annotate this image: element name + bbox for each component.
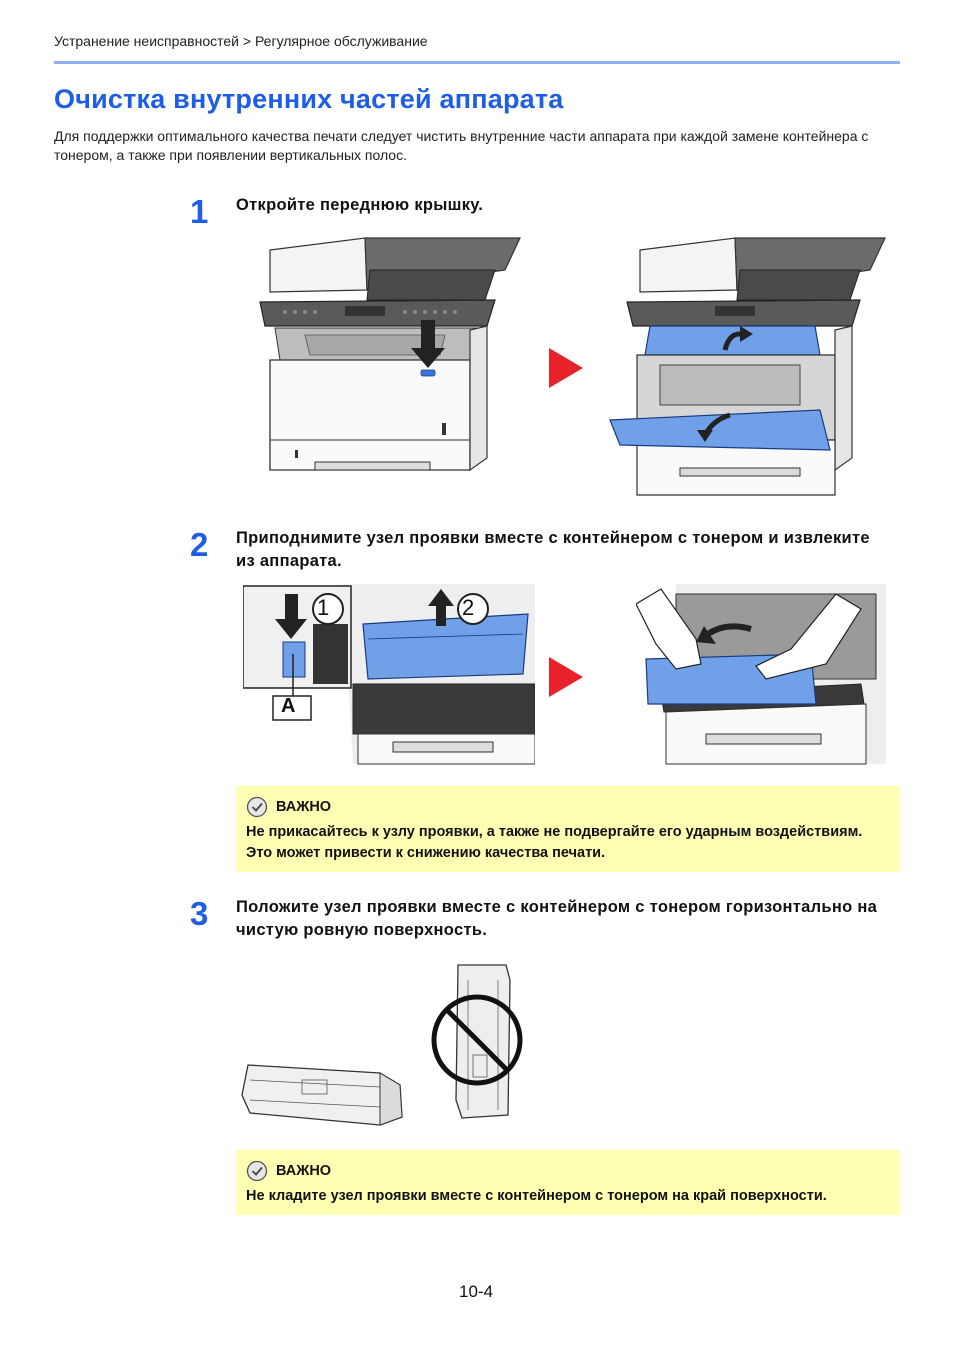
developer-unit-horizontal-illustration bbox=[241, 1064, 403, 1126]
step-2-number: 2 bbox=[190, 526, 209, 563]
header-divider bbox=[54, 61, 900, 64]
step-3-number: 3 bbox=[190, 895, 209, 932]
callout-circle-2: 2 bbox=[462, 595, 475, 620]
intro-paragraph: Для поддержки оптимального качества печа… bbox=[54, 128, 869, 163]
next-arrow-icon bbox=[549, 348, 583, 388]
step-1-text: Откройте переднюю крышку. bbox=[236, 196, 484, 214]
callout-label-a: A bbox=[281, 695, 296, 717]
important-note-1: ВАЖНО Не прикасайтесь к узлу проявки, а … bbox=[236, 786, 900, 872]
prohibited-icon bbox=[431, 994, 523, 1086]
step-2-text: Приподнимите узел проявки вместе с конте… bbox=[236, 529, 870, 570]
developer-unit-vertical-prohibited-illustration bbox=[431, 964, 523, 1119]
note-title: ВАЖНО bbox=[276, 799, 332, 815]
step-3-text: Положите узел проявки вместе с контейнер… bbox=[236, 898, 878, 939]
page-number: 10-4 bbox=[459, 1282, 494, 1301]
callout-circle-1: 1 bbox=[317, 595, 330, 620]
page-title: Очистка внутренних частей аппарата bbox=[54, 84, 564, 114]
note-body: Не прикасайтесь к узлу проявки, а также … bbox=[246, 824, 863, 861]
note-title: ВАЖНО bbox=[276, 1163, 332, 1179]
checkmark-circle-icon bbox=[246, 796, 268, 818]
next-arrow-icon bbox=[549, 657, 583, 697]
checkmark-circle-icon bbox=[246, 1160, 268, 1182]
note-body: Не кладите узел проявки вместе с контейн… bbox=[246, 1188, 827, 1204]
printer-open-illustration bbox=[609, 237, 886, 496]
breadcrumb: Устранение неисправностей > Регулярное о… bbox=[54, 33, 428, 49]
important-note-2: ВАЖНО Не кладите узел проявки вместе с к… bbox=[236, 1150, 900, 1215]
remove-developer-illustration bbox=[243, 584, 535, 765]
lift-developer-hands-illustration bbox=[636, 584, 886, 765]
printer-closed-illustration bbox=[259, 237, 521, 472]
step-1-number: 1 bbox=[190, 193, 209, 230]
